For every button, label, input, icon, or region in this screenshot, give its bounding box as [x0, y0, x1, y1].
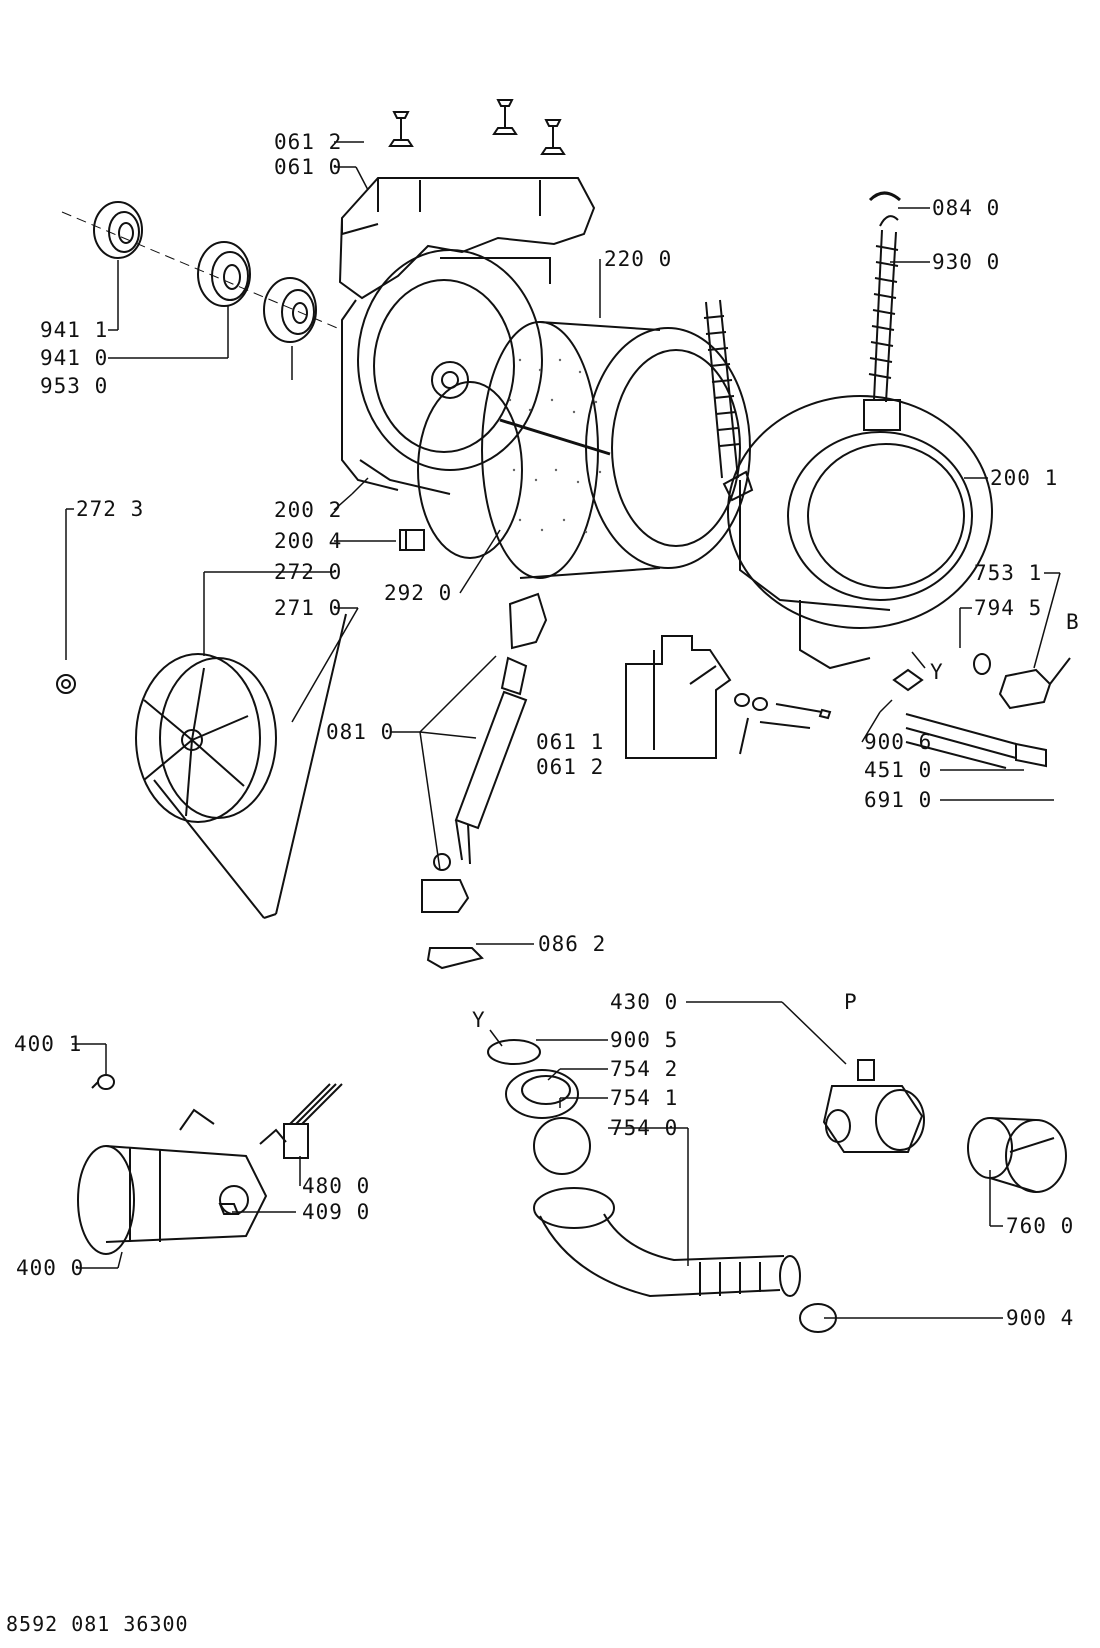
label-400-0: 400 0 — [16, 1256, 85, 1280]
label-900-4: 900 4 — [1006, 1306, 1075, 1330]
label-794-5: 794 5 — [974, 596, 1043, 620]
axis-line — [61, 211, 343, 331]
label-691-0: 691 0 — [864, 788, 933, 812]
filter-760-0-drawing — [967, 1117, 1067, 1193]
bearing-941-0-drawing — [197, 241, 251, 307]
label-061-2-top: 061 2 — [274, 130, 343, 154]
label-200-4: 200 4 — [274, 529, 343, 553]
pulley-drawing — [135, 653, 277, 823]
label-930-0: 930 0 — [932, 250, 1001, 274]
hook-084-0-drawing — [868, 191, 901, 202]
label-P: P — [844, 990, 858, 1014]
label-480-0: 480 0 — [302, 1174, 371, 1198]
drum-perforation — [508, 358, 602, 534]
motor-drawing — [77, 1108, 287, 1255]
spring-930-0-drawing — [863, 215, 901, 431]
label-220-0: 220 0 — [604, 247, 673, 271]
brush-409-0-drawing — [218, 1203, 240, 1215]
label-200-1: 200 1 — [990, 466, 1059, 490]
label-409-0: 409 0 — [302, 1200, 371, 1224]
label-900-6: 900 6 — [864, 730, 933, 754]
ntc-794-5-drawing — [973, 653, 991, 675]
label-753-1: 753 1 — [974, 561, 1043, 585]
rear-tub-drawing — [341, 249, 551, 495]
nut-272-3-drawing — [56, 674, 76, 694]
seal-900-6-drawing — [892, 668, 924, 692]
label-Y-clamp: Y — [472, 1008, 486, 1032]
label-760-0: 760 0 — [1006, 1214, 1075, 1238]
shock-absorber-drawing — [421, 592, 548, 913]
label-B: B — [1066, 610, 1080, 634]
document-code: 8592 081 36300 — [6, 1612, 189, 1636]
label-Y-heater: Y — [930, 660, 944, 684]
counterweight-front-drawing — [625, 635, 732, 759]
label-754-2: 754 2 — [610, 1057, 679, 1081]
thermostat-753-1-drawing — [998, 657, 1071, 710]
label-061-2-bottom: 061 2 — [536, 755, 605, 779]
label-086-2: 086 2 — [538, 932, 607, 956]
connector-480-0-drawing — [283, 1083, 343, 1159]
leader-lines — [65, 141, 1061, 1319]
label-272-0: 272 0 — [274, 560, 343, 584]
counterweight-drawing — [338, 177, 596, 300]
label-941-0: 941 0 — [40, 346, 109, 370]
sump-hose-754-0-drawing — [533, 1187, 801, 1298]
label-953-0: 953 0 — [40, 374, 109, 398]
front-tub-drawing — [727, 395, 993, 670]
spring-left-drawing — [703, 299, 754, 502]
pump-430-0-drawing — [822, 1059, 925, 1153]
gasket-292-0-drawing — [417, 381, 523, 559]
heater-drawing — [905, 713, 1047, 769]
ring-754-2-drawing — [505, 1069, 579, 1119]
label-292-0: 292 0 — [384, 581, 453, 605]
clip-200-4-drawing — [399, 529, 425, 551]
label-271-0: 271 0 — [274, 596, 343, 620]
clamp-900-5-drawing — [487, 1039, 541, 1065]
label-061-1: 061 1 — [536, 730, 605, 754]
label-200-2: 200 2 — [274, 498, 343, 522]
clamp-900-4-drawing — [799, 1303, 837, 1333]
label-941-1: 941 1 — [40, 318, 109, 342]
label-400-1: 400 1 — [14, 1032, 83, 1056]
bearing-941-1-drawing — [93, 201, 143, 259]
label-900-5: 900 5 — [610, 1028, 679, 1052]
label-430-0: 430 0 — [610, 990, 679, 1014]
label-081-0: 081 0 — [326, 720, 395, 744]
bracket-086-2-drawing — [426, 947, 484, 970]
drum-drawing — [481, 321, 751, 579]
label-754-1: 754 1 — [610, 1086, 679, 1110]
label-084-0: 084 0 — [932, 196, 1001, 220]
belt-271-0-drawing — [153, 613, 347, 919]
label-451-0: 451 0 — [864, 758, 933, 782]
ball-754-1-drawing — [533, 1117, 591, 1175]
top-clips-drawing — [388, 99, 566, 155]
washers-and-bolt-drawing — [734, 693, 832, 755]
brush-400-1-drawing — [91, 1074, 115, 1090]
label-061-0: 061 0 — [274, 155, 343, 179]
seal-953-0-drawing — [263, 277, 317, 343]
label-272-3: 272 3 — [76, 497, 145, 521]
label-754-0: 754 0 — [610, 1116, 679, 1140]
